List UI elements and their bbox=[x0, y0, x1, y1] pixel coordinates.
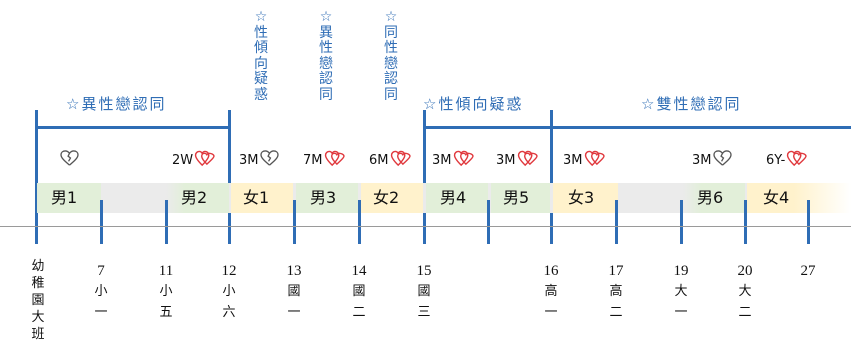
bracket-line-bi bbox=[551, 126, 851, 129]
partner-male-2: 男2 bbox=[166, 183, 229, 213]
partner-male-1: 男1 bbox=[37, 183, 101, 213]
header-char: 惑 bbox=[254, 86, 268, 103]
header-char: 傾 bbox=[254, 40, 268, 56]
timeline-axis bbox=[0, 226, 851, 227]
header-char: 同 bbox=[319, 86, 333, 103]
header-char: 異 bbox=[319, 24, 333, 41]
timeline-tick bbox=[358, 200, 361, 244]
header-char: 同 bbox=[384, 24, 398, 41]
partner-female-3: 女3 bbox=[553, 183, 618, 213]
bracket-divider bbox=[228, 110, 231, 244]
double-heart-icon bbox=[324, 150, 346, 171]
relationship-9: 3M bbox=[692, 150, 732, 171]
partner-male-5: 男5 bbox=[491, 183, 550, 213]
vertical-header-homo-identity: ☆ 同 性 戀 認 同 bbox=[381, 9, 401, 103]
timeline-tick bbox=[165, 200, 168, 244]
header-char: 同 bbox=[384, 86, 398, 103]
star-icon: ☆ bbox=[319, 9, 333, 25]
vertical-header-orientation-doubt: ☆ 性 傾 向 疑 惑 bbox=[251, 9, 271, 103]
age-label: 27 bbox=[800, 263, 816, 279]
star-icon: ☆ bbox=[384, 9, 398, 25]
relationship-10: 6Y- bbox=[766, 150, 808, 171]
header-char: 性 bbox=[319, 40, 333, 56]
timeline-tick bbox=[615, 200, 618, 244]
relationship-6: 3M bbox=[432, 150, 475, 171]
header-bi-identity: ☆雙性戀認同 bbox=[641, 95, 742, 113]
timeline-tick bbox=[487, 200, 490, 244]
broken-heart-icon bbox=[712, 150, 732, 171]
header-char: 性 bbox=[254, 24, 268, 41]
header-char: 性 bbox=[384, 40, 398, 56]
star-icon: ☆ bbox=[254, 9, 268, 25]
partner-male-3: 男3 bbox=[296, 183, 358, 213]
double-heart-icon bbox=[517, 150, 539, 171]
double-heart-icon bbox=[453, 150, 475, 171]
timeline-tick bbox=[744, 200, 747, 244]
kindergarten-char: 園 bbox=[31, 293, 45, 308]
broken-heart-icon bbox=[259, 150, 279, 171]
bracket-line-doubt bbox=[423, 126, 553, 129]
double-heart-icon bbox=[194, 150, 216, 171]
bracket-divider bbox=[35, 110, 38, 244]
header-orientation-doubt: ☆性傾向疑惑 bbox=[423, 95, 524, 113]
timeline-tick bbox=[100, 200, 103, 244]
header-hetero-identity: ☆異性戀認同 bbox=[66, 95, 167, 113]
relationship-2: 2W bbox=[172, 150, 216, 171]
broken-heart-icon bbox=[60, 150, 79, 171]
header-char: 戀 bbox=[319, 55, 333, 72]
partner-male-4: 男4 bbox=[426, 183, 488, 213]
header-char: 疑 bbox=[254, 71, 268, 87]
double-heart-icon bbox=[786, 150, 808, 171]
relationship-3: 3M bbox=[239, 150, 279, 171]
relationship-5: 6M bbox=[369, 150, 412, 171]
partner-male-6: 男6 bbox=[683, 183, 745, 213]
double-heart-icon bbox=[390, 150, 412, 171]
vertical-header-hetero-identity: ☆ 異 性 戀 認 同 bbox=[316, 9, 336, 103]
timeline-tick bbox=[293, 200, 296, 244]
kindergarten-char: 稚 bbox=[31, 276, 45, 291]
relationship-1 bbox=[59, 150, 79, 171]
timeline-tick bbox=[807, 200, 810, 244]
relationship-7: 3M bbox=[496, 150, 539, 171]
header-char: 向 bbox=[254, 55, 268, 72]
bracket-line-hetero bbox=[36, 126, 231, 129]
age-label-kindergarten: 幼 稚 園 大 班 bbox=[28, 258, 48, 343]
timeline-tick bbox=[680, 200, 683, 244]
relationship-4: 7M bbox=[303, 150, 346, 171]
double-heart-icon bbox=[584, 150, 606, 171]
header-char: 認 bbox=[319, 71, 333, 87]
kindergarten-char: 幼 bbox=[31, 259, 45, 274]
relationship-8: 3M bbox=[563, 150, 606, 171]
bracket-divider bbox=[423, 110, 426, 244]
partner-female-2: 女2 bbox=[361, 183, 423, 213]
partner-female-4: 女4 bbox=[747, 183, 851, 213]
kindergarten-char: 班 bbox=[31, 327, 45, 342]
kindergarten-char: 大 bbox=[31, 310, 45, 325]
bracket-divider bbox=[550, 110, 553, 244]
header-char: 認 bbox=[384, 71, 398, 87]
partner-female-1: 女1 bbox=[231, 183, 293, 213]
header-char: 戀 bbox=[384, 55, 398, 72]
